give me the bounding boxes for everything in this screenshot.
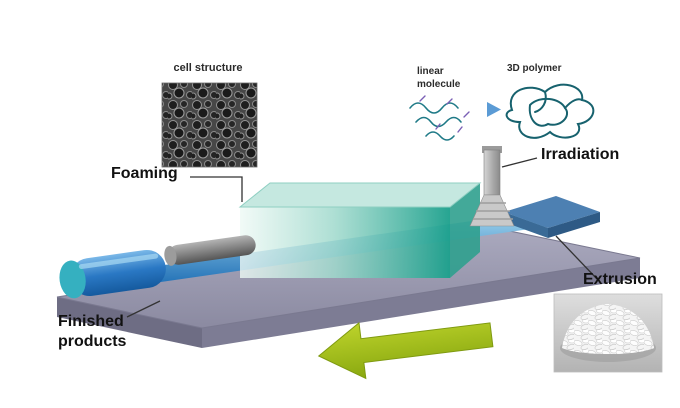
polymer-3d-art [505,83,595,139]
extruder [504,196,600,238]
label-finished-products: Finished products [58,312,126,352]
connector-irradiation [501,157,538,168]
finished-roll [59,249,166,299]
connector-finished [126,300,161,318]
label-extrusion: Extrusion [583,271,657,288]
transition-arrow-icon [487,102,501,117]
linear-molecule-ticks [419,95,470,133]
connector-foaming [190,176,243,202]
cell-structure-image [161,82,258,168]
connector-lines [126,157,598,318]
irradiation-device [469,146,515,227]
label-3d-polymer: 3D polymer [507,63,562,74]
label-foaming: Foaming [111,165,178,182]
label-finished-line2: products [58,333,127,350]
label-linear-line1: linear [417,66,444,77]
pellets-image [553,293,663,373]
foaming-chamber [238,182,482,278]
label-finished-line1: Finished [58,313,124,330]
flow-arrow [317,321,494,380]
label-linear-line2: molecule [417,78,461,90]
linear-molecule-art [409,102,462,141]
label-linear-molecule: linear molecule [417,66,460,91]
guide-roller [164,235,256,266]
label-irradiation: Irradiation [541,146,620,163]
connector-extrusion [555,235,598,280]
label-cell-structure: cell structure [173,62,243,74]
